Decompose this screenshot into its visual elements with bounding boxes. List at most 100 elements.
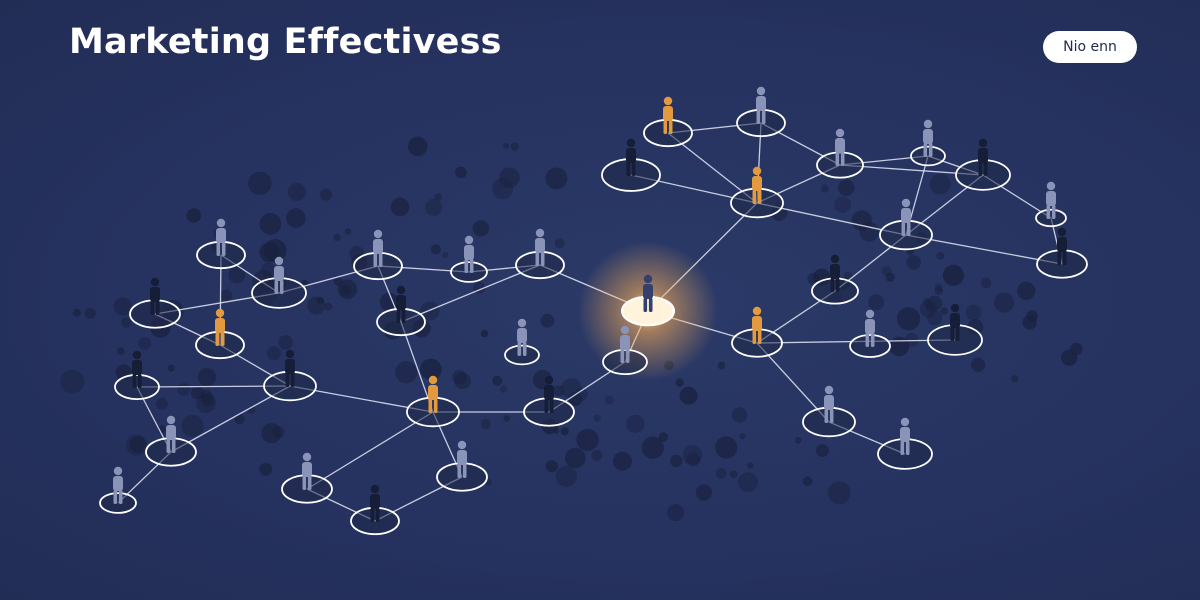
background-blob	[868, 294, 885, 311]
background-blob	[1017, 281, 1036, 300]
person-icon	[835, 128, 845, 166]
background-blob	[591, 449, 603, 461]
network-node	[643, 96, 693, 148]
network-node	[730, 166, 784, 219]
background-blob	[138, 337, 152, 350]
background-blob	[420, 301, 440, 321]
network-node	[350, 484, 400, 536]
network-nodes	[99, 86, 1088, 536]
background-blob	[73, 308, 81, 317]
background-blob	[408, 136, 428, 157]
background-blob	[568, 392, 583, 407]
background-silhouette-cluster	[60, 136, 1083, 522]
person-icon	[132, 350, 142, 388]
background-blob	[480, 329, 489, 338]
person-icon	[544, 375, 554, 413]
background-blob	[278, 335, 293, 350]
background-blob	[379, 292, 399, 312]
person-icon	[950, 303, 960, 341]
background-blob	[113, 297, 132, 316]
network-node	[145, 415, 197, 467]
network-node	[196, 218, 246, 270]
header-action-button[interactable]: Nio enn	[1043, 31, 1137, 63]
background-blob	[510, 142, 519, 151]
person-icon	[1057, 227, 1067, 265]
background-blob	[641, 436, 664, 459]
background-blob	[60, 369, 85, 394]
person-icon	[113, 466, 123, 504]
network-node	[376, 285, 426, 337]
person-icon	[396, 285, 406, 323]
network-node	[129, 277, 181, 329]
background-blob	[503, 142, 510, 150]
connection-line	[400, 321, 434, 413]
network-node	[811, 254, 859, 305]
background-blob	[1010, 374, 1019, 383]
background-blob	[612, 451, 632, 471]
background-blob	[994, 292, 1015, 313]
background-blob	[480, 419, 491, 430]
background-blob	[565, 447, 586, 469]
background-blob	[259, 212, 282, 235]
page-title: Marketing Effectivess	[69, 22, 502, 62]
person-icon	[824, 385, 834, 423]
background-blob	[181, 414, 204, 437]
background-blob	[593, 414, 601, 422]
background-blob	[441, 251, 449, 258]
person-icon	[923, 119, 933, 157]
background-blob	[454, 372, 471, 390]
background-blob	[220, 289, 233, 302]
background-blob	[715, 467, 727, 479]
network-node	[1035, 181, 1067, 228]
connection-line	[306, 411, 434, 490]
background-blob	[729, 470, 738, 479]
person-icon	[865, 309, 875, 347]
background-blob	[420, 358, 442, 381]
background-blob	[259, 242, 280, 263]
person-icon	[643, 274, 653, 312]
person-icon	[464, 235, 474, 273]
network-node	[910, 119, 946, 167]
background-blob	[896, 307, 921, 331]
background-blob	[675, 378, 684, 387]
background-blob	[820, 184, 829, 193]
network-node	[281, 452, 333, 504]
background-blob	[827, 481, 851, 505]
person-icon	[457, 440, 467, 478]
network-node	[251, 256, 307, 309]
background-blob	[679, 386, 698, 405]
network-node	[731, 306, 783, 358]
background-blob	[682, 445, 703, 465]
background-blob	[658, 432, 669, 442]
background-blob	[747, 462, 754, 469]
network-node	[114, 350, 160, 400]
background-blob	[576, 428, 599, 452]
background-blob	[234, 414, 245, 425]
network-node	[802, 385, 856, 438]
background-blob	[201, 393, 215, 407]
background-blob	[266, 346, 281, 361]
network-node	[736, 86, 786, 138]
background-blob	[739, 433, 746, 440]
background-blob	[686, 452, 700, 467]
background-blob	[333, 233, 341, 242]
background-blob	[503, 415, 510, 422]
background-blob	[715, 436, 738, 459]
background-blob	[816, 444, 829, 458]
network-node	[353, 229, 403, 281]
background-blob	[307, 296, 326, 315]
background-blob	[1022, 315, 1037, 330]
background-blob	[499, 167, 520, 188]
person-icon	[535, 228, 545, 266]
background-blob	[851, 210, 872, 231]
background-blob	[717, 361, 726, 370]
person-icon	[150, 277, 160, 315]
background-blob	[554, 238, 565, 249]
person-icon	[901, 198, 911, 236]
background-blob	[228, 266, 246, 284]
connection-line	[905, 234, 1063, 265]
background-blob	[499, 385, 508, 393]
background-blob	[545, 460, 558, 473]
